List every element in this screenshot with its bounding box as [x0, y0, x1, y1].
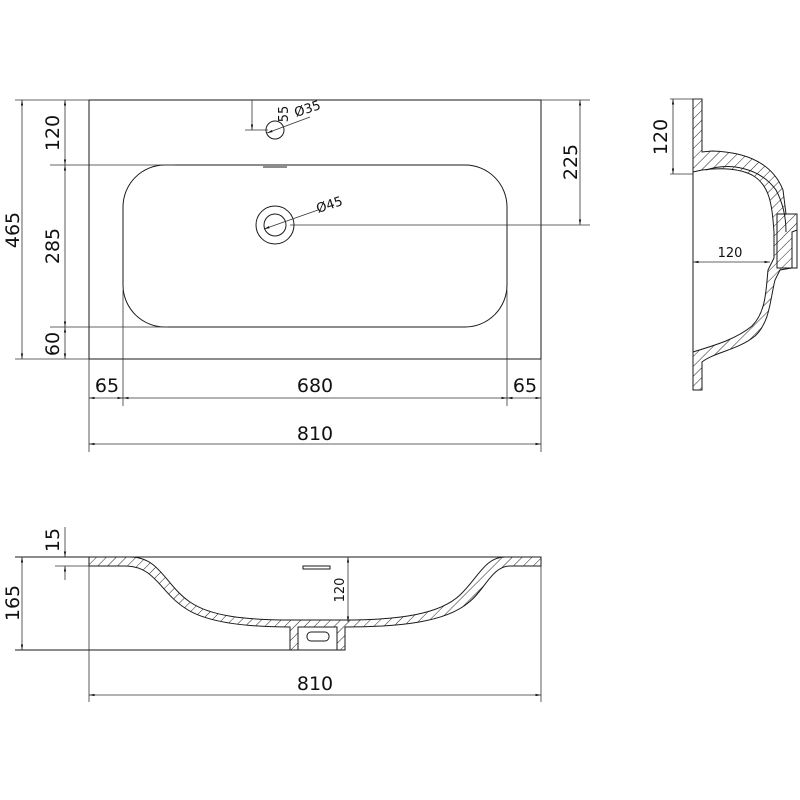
- overflow-slot: [302, 565, 331, 570]
- dim-rim-back: 120: [42, 115, 64, 151]
- front-section-view: 165 15 120 810: [2, 527, 542, 702]
- dim-front-height: 165: [2, 585, 24, 621]
- dim-margin-left: 65: [95, 375, 119, 397]
- washbasin-outline: [88, 99, 542, 360]
- dim-front-bowl-depth: 120: [333, 578, 348, 603]
- dim-drain-offset: 225: [560, 144, 582, 180]
- dim-tap-offset: 55: [277, 106, 292, 123]
- dim-drain-hole: Ø45: [315, 194, 345, 217]
- dim-margin-right: 65: [513, 375, 537, 397]
- dim-side-bowl-depth: 120: [718, 246, 743, 261]
- drain-fitting: [776, 213, 798, 269]
- dim-rim-thickness: 15: [42, 528, 64, 552]
- dim-tap-hole: Ø35: [293, 98, 323, 121]
- overflow-channel: [705, 166, 787, 233]
- dim-basin-width: 680: [297, 375, 333, 397]
- dim-rim-front: 60: [42, 332, 64, 356]
- side-section-view: 120 120: [650, 98, 798, 391]
- overflow-outlet: [306, 631, 330, 642]
- dim-side-rim-height: 120: [650, 119, 672, 155]
- drain-inner: [263, 213, 287, 237]
- dim-basin-depth: 285: [42, 228, 64, 264]
- dim-overall-depth: 465: [2, 212, 24, 248]
- dim-overall-width: 810: [297, 423, 333, 445]
- basin-outline: [122, 164, 508, 328]
- side-profile: [692, 98, 798, 391]
- top-view: 465 120 285 60 55 Ø35 Ø45 225 65 680 65 …: [2, 98, 590, 452]
- dim-front-width: 810: [297, 673, 333, 695]
- front-profile: [88, 556, 542, 651]
